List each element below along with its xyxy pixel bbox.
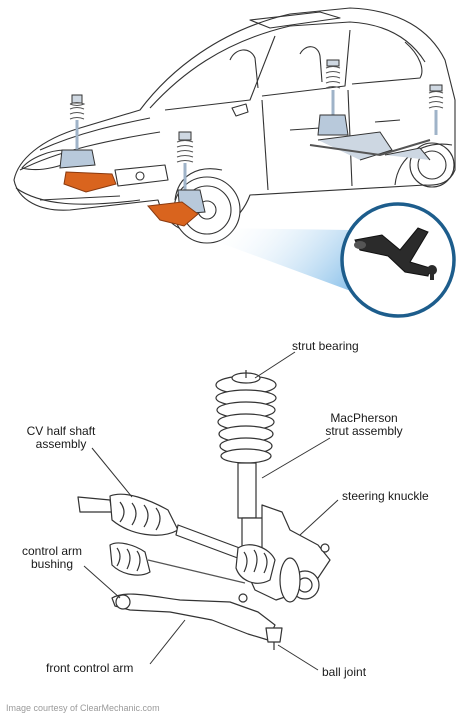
leader-strut-bearing (254, 351, 296, 379)
label-control-arm-bushing: control arm bushing (14, 545, 90, 571)
control-arm-inset (340, 202, 456, 318)
image-credit: Image courtesy of ClearMechanic.com (6, 703, 160, 713)
label-macpherson-line1: MacPherson (330, 411, 398, 425)
leader-lines (83, 351, 339, 671)
coil-spring (215, 389, 277, 464)
leader-ball-joint (277, 644, 319, 671)
callout-beam (215, 228, 375, 300)
strut-assembly-drawing (77, 370, 331, 650)
label-bushing-line1: control arm (21, 544, 83, 558)
leader-macpherson (261, 437, 331, 479)
label-strut-bearing: strut bearing (292, 339, 359, 353)
label-cv-line2: assembly (35, 437, 87, 451)
front-left-strut (59, 94, 117, 193)
label-ball-joint: ball joint (322, 665, 367, 679)
label-steering-knuckle: steering knuckle (342, 489, 429, 503)
label-macpherson-line2: strut assembly (325, 424, 403, 438)
leader-front-control-arm (149, 619, 186, 665)
label-cv-line1: CV half shaft (26, 424, 96, 438)
car-illustration (13, 7, 456, 244)
leader-cv-shaft (91, 447, 133, 498)
label-front-control-arm: front control arm (46, 661, 134, 675)
label-macpherson-strut: MacPherson strut assembly (316, 412, 412, 438)
label-cv-half-shaft: CV half shaft assembly (18, 425, 104, 451)
label-bushing-line2: bushing (30, 557, 74, 571)
leader-control-arm-bushing (83, 565, 121, 599)
front-right-strut (147, 131, 206, 227)
leader-steering-knuckle (299, 499, 339, 536)
rear-suspension (309, 59, 444, 161)
